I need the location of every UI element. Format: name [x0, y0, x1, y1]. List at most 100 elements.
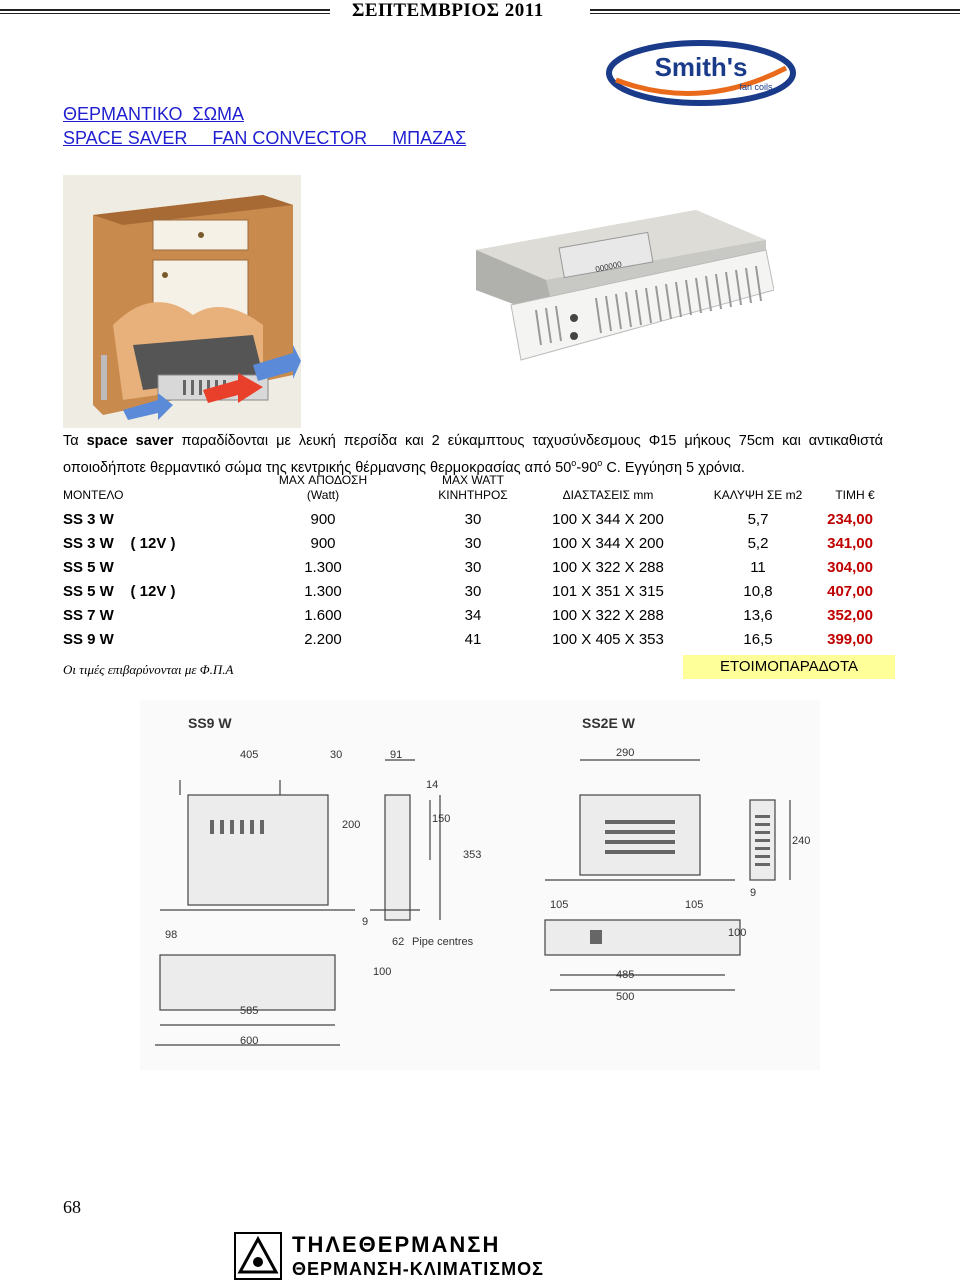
title-line-2: SPACE SAVER FAN CONVECTOR ΜΠΑΖΑΣ	[63, 128, 467, 148]
logo-brand: Smith's	[655, 52, 748, 82]
cell-dims: 100 X 405 X 353	[552, 630, 664, 648]
cell-motor: 30	[464, 582, 482, 600]
th-power-text: MAX ΑΠΟΔΟΣΗ (Watt)	[278, 473, 368, 502]
dim-left-9: 62	[392, 936, 404, 948]
cell-power: 900	[310, 534, 336, 552]
cell-power: 1.300	[304, 582, 342, 600]
header-rule-right	[590, 9, 960, 14]
smiths-logo: Smith's fan coils	[606, 40, 796, 106]
header-rule-left	[0, 9, 330, 14]
desc-rest: παραδίδονται με λευκή περσίδα και 2 εύκα…	[63, 433, 883, 476]
dim-left-10: Pipe centres	[412, 936, 474, 948]
dim-right-1: 240	[792, 835, 810, 847]
cell-power: 1.300	[304, 558, 342, 576]
cell-dims: 100 X 322 X 288	[552, 606, 664, 624]
desc-sup-1: o	[571, 458, 577, 468]
spec-header-row: ΜΟΝΤΕΛΟ MAX ΑΠΟΔΟΣΗ (Watt) MAX WATT ΚΙΝΗ…	[63, 473, 897, 507]
dim-right-0: 290	[616, 747, 634, 759]
cell-power: 1.600	[304, 606, 342, 624]
th-cover: ΚΑΛΥΨΗ ΣΕ m2	[713, 488, 803, 502]
th-power: MAX ΑΠΟΔΟΣΗ (Watt)	[213, 473, 433, 507]
dim-right-5: 100	[728, 927, 746, 939]
cell-cover: 13,6	[743, 606, 773, 624]
spec-row: SS 5 W 1.300 30 100 X 322 X 288 11 304,00	[63, 555, 897, 579]
triangle-logo-icon	[237, 1235, 279, 1274]
th-model: ΜΟΝΤΕΛΟ	[63, 488, 124, 502]
cell-cover: 10,8	[743, 582, 773, 600]
cell-price: 399,00	[827, 630, 873, 648]
page-header: ΣΕΠΤΕΜΒΡΙΟΣ 2011	[0, 0, 960, 24]
cell-cover: 11	[750, 558, 766, 576]
spec-row: SS 5 W ( 12V ) 1.300 30 101 X 351 X 315 10,8…	[63, 579, 897, 603]
dim-left-3: 14	[426, 779, 438, 791]
dim-right-2: 9	[750, 887, 756, 899]
drawing-left-title: SS9 W	[188, 715, 232, 731]
technical-drawing: SS9 W SS2E W 405 30 9	[140, 700, 820, 1070]
th-price: ΤΙΜΗ €	[835, 488, 875, 502]
product-description: Τα space saver παραδίδονται με λευκή περ…	[63, 430, 883, 479]
cell-dims: 100 X 344 X 200	[552, 510, 664, 528]
dim-left-5: 150	[432, 813, 450, 825]
footer-brand: ΤΗΛΕΘΕΡΜΑΝΣΗ ΘΕΡΜΑΝΣΗ-ΚΛΙΜΑΤΙΣΜΟΣ	[234, 1232, 544, 1282]
th-motor-text: MAX WATT ΚΙΝΗΤΗΡΟΣ	[438, 473, 508, 502]
ready-badge: ΕΤΟΙΜΟΠΑΡΑΔΟΤΑ	[683, 655, 895, 679]
desc-sup-2: o	[597, 458, 603, 468]
dim-left-7: 9	[362, 916, 368, 928]
footer-logo-box	[234, 1232, 282, 1280]
cell-model: SS 5 W ( 12V )	[63, 582, 176, 600]
cell-cover: 5,7	[747, 510, 769, 528]
cell-model: SS 7 W	[63, 606, 114, 624]
cell-dims: 100 X 322 X 288	[552, 558, 664, 576]
header-month: ΣΕΠΤΕΜΒΡΙΟΣ 2011	[352, 0, 544, 21]
dim-right-3: 105	[550, 899, 568, 911]
cell-motor: 30	[464, 510, 482, 528]
cell-model: SS 9 W	[63, 630, 114, 648]
th-dims: ΔΙΑΣΤΑΣΕΙΣ mm	[562, 488, 654, 502]
vat-note: Οι τιμές επιβαρύνονται με Φ.Π.Α	[63, 662, 234, 677]
dim-left-11: 100	[373, 966, 391, 978]
cell-model: SS 5 W	[63, 558, 114, 576]
dim-left-6: 353	[463, 849, 481, 861]
cell-dims: 101 X 351 X 315	[552, 582, 664, 600]
cell-motor: 41	[464, 630, 482, 648]
th-motor: MAX WATT ΚΙΝΗΤΗΡΟΣ	[433, 473, 513, 507]
fan-convector-photo: 000000	[466, 210, 774, 378]
footer-company-name: ΤΗΛΕΘΕΡΜΑΝΣΗ	[292, 1232, 501, 1257]
cell-price: 407,00	[827, 582, 873, 600]
cell-motor: 30	[464, 558, 482, 576]
spec-row: SS 7 W 1.600 34 100 X 322 X 288 13,6 352,00	[63, 603, 897, 627]
footer-tagline: ΘΕΡΜΑΝΣΗ-ΚΛΙΜΑΤΙΣΜΟΣ	[292, 1259, 544, 1279]
cell-price: 234,00	[827, 510, 873, 528]
desc-pre: Τα	[63, 433, 87, 449]
dim-left-2: 91	[390, 749, 402, 761]
spec-table: ΜΟΝΤΕΛΟ MAX ΑΠΟΔΟΣΗ (Watt) MAX WATT ΚΙΝΗ…	[63, 473, 897, 651]
cell-motor: 34	[464, 606, 482, 624]
cell-model: SS 3 W ( 12V )	[63, 534, 176, 552]
page-number: 68	[63, 1197, 81, 1217]
cell-price: 304,00	[827, 558, 873, 576]
title-line-1: ΘΕΡΜΑΝΤΙΚΟ ΣΩΜΑ	[63, 104, 245, 124]
cell-motor: 30	[464, 534, 482, 552]
cell-dims: 100 X 344 X 200	[552, 534, 664, 552]
logo-sub: fan coils	[739, 82, 773, 92]
dim-left-4: 200	[342, 819, 360, 831]
spec-row: SS 9 W 2.200 41 100 X 405 X 353 16,5 399,00	[63, 627, 897, 651]
dim-left-8: 98	[165, 929, 177, 941]
cabinet-install-photo	[63, 175, 301, 428]
cell-price: 352,00	[827, 606, 873, 624]
desc-bold: space saver	[86, 433, 174, 449]
dim-left-0: 405	[240, 749, 258, 761]
desc-end: C. Εγγύηση 5 χρόνια.	[602, 459, 745, 476]
cell-model: SS 3 W	[63, 510, 114, 528]
dim-left-13: 600	[240, 1035, 258, 1047]
dim-right-6: 485	[616, 969, 634, 981]
cell-power: 2.200	[304, 630, 342, 648]
cell-cover: 5,2	[747, 534, 769, 552]
dim-right-4: 105	[685, 899, 703, 911]
cell-cover: 16,5	[743, 630, 773, 648]
dim-left-1: 30	[330, 749, 342, 761]
desc-mid: -90	[576, 459, 598, 476]
drawing-right-title: SS2E W	[582, 715, 636, 731]
